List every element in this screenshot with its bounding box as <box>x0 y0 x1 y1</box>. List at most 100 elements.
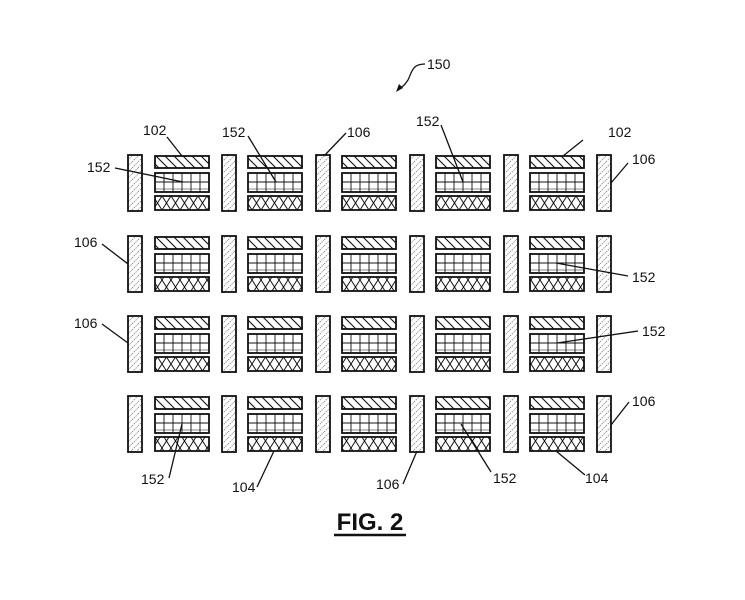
leader-line <box>440 124 464 183</box>
memory-cell <box>341 316 397 372</box>
top-layer-102 <box>247 316 303 330</box>
separator-bar-106 <box>596 235 612 293</box>
reference-label-152: 152 <box>632 269 656 285</box>
leader-line <box>555 450 586 476</box>
top-layer-102 <box>247 236 303 250</box>
bottom-layer-104 <box>341 356 397 372</box>
top-layer-102 <box>154 155 210 169</box>
leader-line <box>610 401 630 426</box>
top-layer-102 <box>529 396 585 410</box>
separator-bar-106 <box>127 235 143 293</box>
bottom-layer-104 <box>529 436 585 452</box>
memory-cell <box>247 236 303 292</box>
bottom-layer-104 <box>154 195 210 211</box>
leader-line <box>114 167 184 183</box>
leader-lines <box>101 124 639 488</box>
bottom-layer-104 <box>529 356 585 372</box>
separator-bar-106 <box>221 154 237 212</box>
reference-label-104: 104 <box>585 470 609 486</box>
bottom-layer-104 <box>341 436 397 452</box>
figure-title-text: FIG. 2 <box>337 509 404 536</box>
separator-bar-106 <box>127 395 143 453</box>
top-layer-102 <box>247 396 303 410</box>
memory-cell <box>247 155 303 211</box>
row-3 <box>127 315 612 373</box>
separator-bar-106 <box>127 154 143 212</box>
memory-cell <box>341 396 397 452</box>
separator-bar-106 <box>596 315 612 373</box>
separator-bar-106 <box>315 315 331 373</box>
separator-bar-106 <box>315 395 331 453</box>
separator-bar-106 <box>503 315 519 373</box>
leader-line <box>256 450 275 488</box>
bottom-layer-104 <box>247 195 303 211</box>
top-layer-102 <box>154 396 210 410</box>
row-4 <box>127 395 612 453</box>
bottom-layer-104 <box>154 276 210 292</box>
reference-label-102: 102 <box>608 124 632 140</box>
bottom-layer-104 <box>435 356 491 372</box>
reference-label-106: 106 <box>74 315 98 331</box>
leader-line <box>101 243 129 265</box>
figure-title: FIG. 2 <box>334 509 406 537</box>
cell-array <box>127 154 612 453</box>
memory-cell <box>154 316 210 372</box>
overall-reference: 150 <box>396 56 451 92</box>
leader-line <box>402 450 418 485</box>
row-1 <box>127 154 612 212</box>
separator-bar-106 <box>221 235 237 293</box>
memory-cell <box>341 155 397 211</box>
leader-line <box>166 136 183 157</box>
memory-cell <box>435 316 491 372</box>
separator-bar-106 <box>315 235 331 293</box>
reference-label-102: 102 <box>143 122 167 138</box>
top-layer-102 <box>341 316 397 330</box>
reference-label-152: 152 <box>416 113 440 129</box>
top-layer-102 <box>529 316 585 330</box>
bottom-layer-104 <box>247 276 303 292</box>
memory-cell <box>435 396 491 452</box>
separator-bar-106 <box>127 315 143 373</box>
arrowhead-icon <box>396 84 403 92</box>
memory-cell <box>154 236 210 292</box>
reference-label-106: 106 <box>632 151 656 167</box>
row-2 <box>127 235 612 293</box>
bottom-layer-104 <box>435 276 491 292</box>
separator-bar-106 <box>315 154 331 212</box>
memory-cell <box>529 396 585 452</box>
leader-line <box>555 262 629 277</box>
bottom-layer-104 <box>154 436 210 452</box>
memory-cell <box>341 236 397 292</box>
memory-cell <box>247 316 303 372</box>
memory-cell <box>154 396 210 452</box>
reference-label-152: 152 <box>642 323 666 339</box>
separator-bar-106 <box>596 395 612 453</box>
top-layer-102 <box>435 316 491 330</box>
leader-line <box>247 135 277 183</box>
top-layer-102 <box>154 316 210 330</box>
top-layer-102 <box>529 236 585 250</box>
memory-cell <box>529 155 585 211</box>
bottom-layer-104 <box>435 195 491 211</box>
memory-cell <box>435 236 491 292</box>
reference-label-152: 152 <box>141 471 165 487</box>
bottom-layer-104 <box>247 436 303 452</box>
top-layer-102 <box>435 155 491 169</box>
separator-bar-106 <box>409 154 425 212</box>
leader-line <box>101 323 129 344</box>
memory-cell <box>529 316 585 372</box>
top-layer-102 <box>341 236 397 250</box>
separator-bar-106 <box>503 235 519 293</box>
top-layer-102 <box>341 155 397 169</box>
separator-bar-106 <box>409 235 425 293</box>
top-layer-102 <box>154 236 210 250</box>
bottom-layer-104 <box>247 356 303 372</box>
top-layer-102 <box>529 155 585 169</box>
reference-label-152: 152 <box>87 159 111 175</box>
separator-bar-106 <box>221 395 237 453</box>
separator-bar-106 <box>409 315 425 373</box>
leader-line <box>556 330 639 344</box>
reference-label-106: 106 <box>347 124 371 140</box>
memory-cell <box>529 236 585 292</box>
